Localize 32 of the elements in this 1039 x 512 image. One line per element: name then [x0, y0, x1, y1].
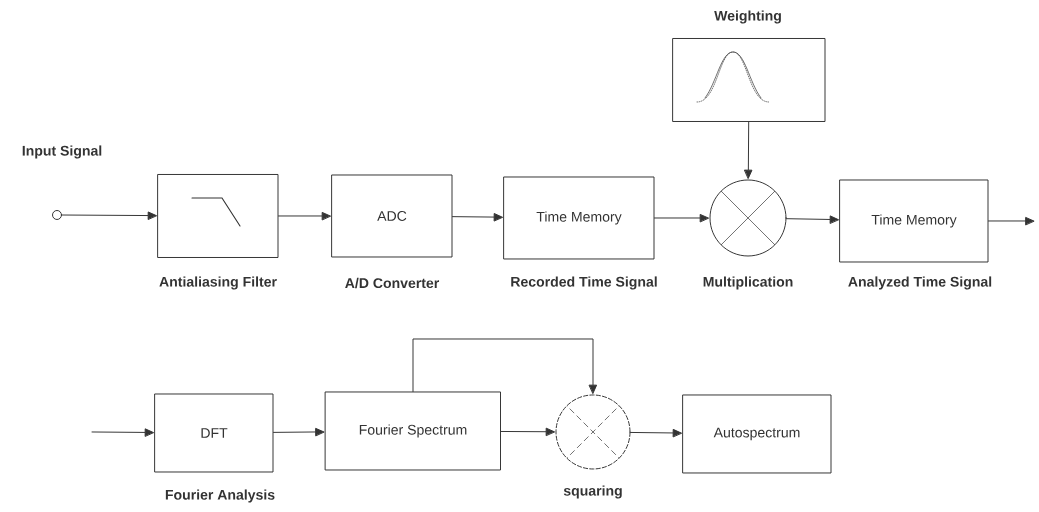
block-box: DFT: [154, 393, 274, 473]
caption-label: squaring: [563, 485, 622, 499]
caption-label: Antialiasing Filter: [159, 276, 277, 290]
filter-box: [157, 174, 279, 258]
caption-label: Recorded Time Signal: [511, 276, 657, 290]
arrow: [630, 428, 682, 438]
caption-label: Analyzed Time Signal: [848, 276, 992, 290]
block-box: Fourier Spectrum: [325, 391, 501, 471]
block-box: Autospectrum: [682, 394, 832, 474]
caption-label: Input Signal: [22, 145, 102, 159]
arrow: [412, 338, 598, 394]
arrow: [744, 121, 753, 179]
arrow: [273, 427, 325, 437]
arrow: [988, 216, 1035, 226]
arrow: [786, 215, 839, 224]
arrow: [91, 428, 154, 437]
window-box: [672, 38, 826, 122]
arrow: [452, 213, 503, 222]
caption-label: A/D Converter: [345, 277, 440, 289]
arrow: [500, 427, 555, 436]
block-box: Time Memory: [839, 179, 989, 263]
arrow: [278, 211, 331, 221]
input-terminal: [52, 210, 62, 220]
block-box: ADC: [331, 174, 453, 258]
multiplier-circle: [709, 179, 787, 257]
multiplier-circle: [555, 394, 631, 470]
arrow: [61, 211, 157, 220]
block-box: Time Memory: [503, 176, 655, 260]
caption-label: Fourier Analysis: [165, 489, 275, 503]
arrow: [654, 213, 709, 223]
caption-label: Multiplication: [703, 276, 793, 290]
caption-label: Weighting: [714, 10, 781, 24]
